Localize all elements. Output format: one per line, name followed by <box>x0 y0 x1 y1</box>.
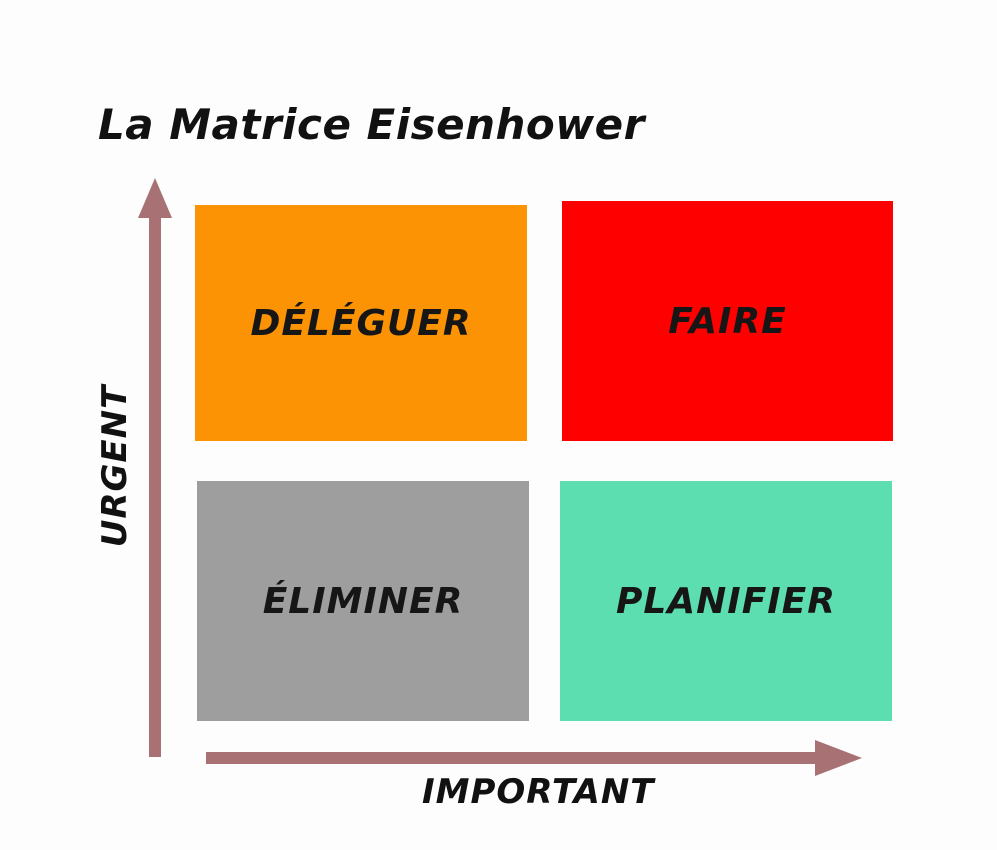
x-axis-label: IMPORTANT <box>422 772 655 812</box>
quadrant-delegate-label: DÉLÉGUER <box>250 302 472 344</box>
y-axis-arrow <box>138 178 172 757</box>
quadrant-eliminate-label: ÉLIMINER <box>262 580 464 622</box>
quadrant-plan: PLANIFIER <box>560 481 892 721</box>
diagram-title: La Matrice Eisenhower <box>98 100 645 149</box>
quadrant-delegate: DÉLÉGUER <box>195 205 527 441</box>
quadrant-eliminate: ÉLIMINER <box>197 481 529 721</box>
x-axis-arrow <box>206 740 862 776</box>
y-axis-label: URGENT <box>95 384 135 548</box>
quadrant-do-label: FAIRE <box>668 300 787 342</box>
quadrant-do: FAIRE <box>562 201 893 441</box>
quadrant-plan-label: PLANIFIER <box>615 580 836 622</box>
